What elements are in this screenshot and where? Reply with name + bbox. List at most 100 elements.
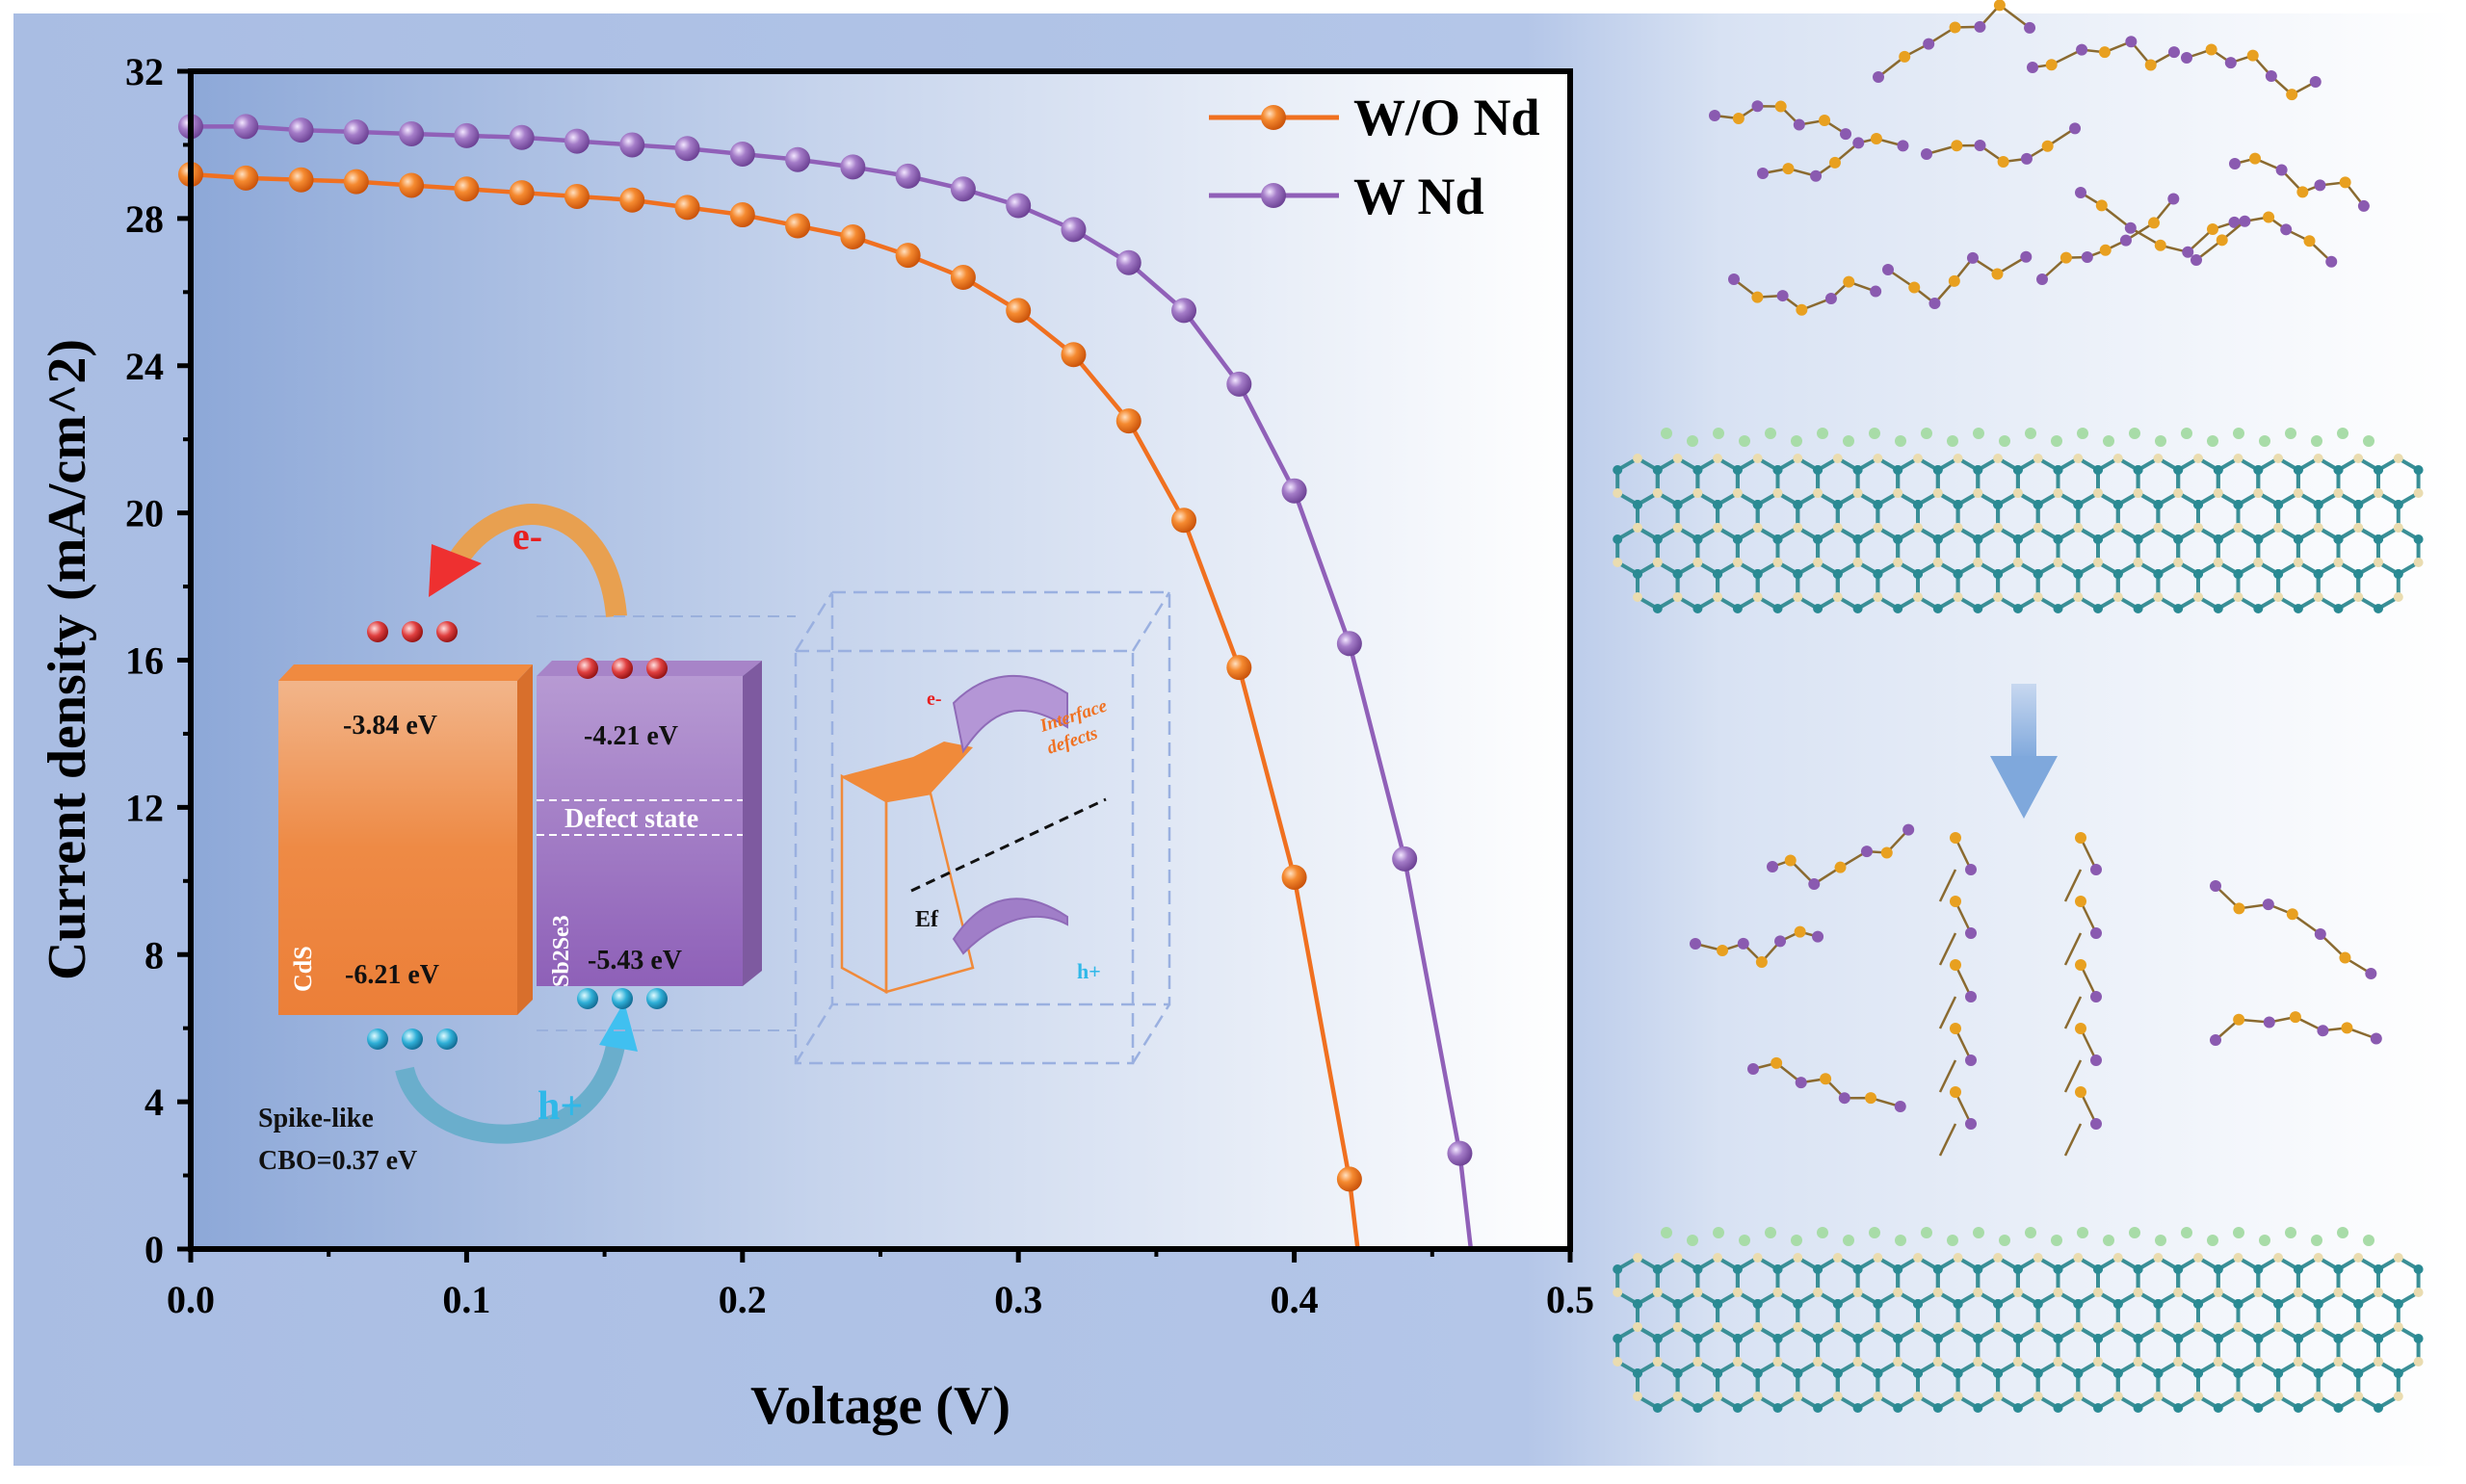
lattice-atom <box>2073 569 2084 579</box>
molecule-atom <box>2090 991 2102 1002</box>
lattice-atom <box>2073 1253 2084 1263</box>
lattice-atom <box>2213 604 2223 613</box>
lattice-atom <box>2033 1253 2043 1263</box>
molecule-bond <box>1954 1091 1973 1125</box>
lattice-atom <box>1793 1253 1803 1263</box>
molecule-atom <box>1757 168 1769 179</box>
ion-atom <box>1687 1235 1698 1246</box>
lattice-atom <box>2053 1403 2063 1413</box>
lattice-atom <box>2313 1299 2323 1309</box>
x-tick-label: 0.5 <box>1546 1278 1594 1321</box>
lattice-atom <box>2012 488 2023 498</box>
inset-hole-label: h+ <box>1077 959 1101 983</box>
lattice-atom <box>2133 488 2143 498</box>
lattice-atom <box>2073 1299 2084 1309</box>
data-point <box>785 213 811 239</box>
molecule-bond <box>1954 900 1973 934</box>
lattice-atom <box>1713 569 1723 579</box>
molecule-atom <box>2309 75 2322 88</box>
lattice-atom <box>2273 1322 2284 1332</box>
lattice-atom <box>1732 558 1743 567</box>
lattice-atom <box>1953 1368 1963 1378</box>
fermi-label: Ef <box>915 907 939 932</box>
data-point <box>895 163 921 189</box>
molecule-atom <box>2357 199 2370 212</box>
lattice-atom <box>2112 523 2123 533</box>
lattice-atom <box>1633 1299 1642 1309</box>
lattice-atom <box>1752 1368 1763 1378</box>
lattice-atom <box>2053 558 2063 567</box>
y-tick-label: 4 <box>144 1080 164 1124</box>
ion-atom <box>2337 428 2348 439</box>
lattice-atom <box>1813 558 1823 567</box>
molecule-atom <box>1796 303 1808 316</box>
lattice-atom <box>1793 1392 1803 1401</box>
lattice-atom <box>1633 523 1642 533</box>
ion-atom <box>2233 1227 2244 1238</box>
data-point <box>509 124 535 150</box>
molecule-atom <box>2262 898 2274 911</box>
molecule-atom <box>1908 281 1921 294</box>
lattice-atom <box>2273 454 2284 463</box>
lattice-atom <box>1893 534 1903 544</box>
data-point <box>564 128 590 154</box>
y-axis-label: Current density (mA/cm^2) <box>38 339 97 980</box>
lattice-atom <box>2233 1322 2243 1332</box>
lattice-atom <box>2313 569 2323 579</box>
data-point <box>674 195 700 221</box>
molecule-atom <box>1755 955 1768 968</box>
data-point <box>1006 298 1032 324</box>
lattice-atom <box>2173 604 2184 613</box>
y-tick-label: 32 <box>125 50 164 93</box>
lattice-atom <box>2173 558 2184 567</box>
cds-block-top <box>278 664 533 681</box>
x-tick-label: 0.3 <box>994 1278 1042 1321</box>
y-tick-label: 24 <box>125 345 164 388</box>
molecule-atom <box>1928 298 1941 310</box>
lattice-atom <box>2112 1322 2123 1332</box>
lattice-atom <box>2073 1322 2084 1332</box>
molecule-atom <box>1793 118 1805 131</box>
lattice-atom <box>2313 454 2323 463</box>
lattice-atom <box>1752 592 1763 602</box>
ion-atom <box>1765 428 1776 439</box>
lattice-atom <box>1692 558 1703 567</box>
ion-atom <box>2129 428 2140 439</box>
data-point <box>1171 298 1197 324</box>
lattice-atom <box>2393 1368 2403 1378</box>
lattice-atom <box>1613 1357 1623 1367</box>
molecule-atom <box>2090 927 2102 939</box>
lattice-atom <box>1873 523 1883 533</box>
lattice-atom <box>2233 1299 2243 1309</box>
ion-atom <box>2259 1235 2270 1246</box>
lattice-atom <box>2353 500 2364 509</box>
lattice-atom <box>2012 1264 2023 1274</box>
lattice-atom <box>1793 1322 1803 1332</box>
data-point <box>895 243 921 269</box>
ion-atom <box>1791 435 1802 447</box>
ion-atom <box>1817 1227 1828 1238</box>
lattice-atom <box>2033 523 2043 533</box>
molecule-atom <box>1782 163 1795 175</box>
lattice-atom <box>1953 523 1963 533</box>
molecule-atom <box>2181 52 2192 64</box>
lattice-atom <box>1973 534 1983 544</box>
lattice-atom <box>1832 454 1843 463</box>
data-point <box>729 202 755 228</box>
molecule-atom <box>2090 1118 2102 1130</box>
lattice-atom <box>1772 1264 1783 1274</box>
lattice-atom <box>2153 1253 2164 1263</box>
lattice-atom <box>2353 569 2364 579</box>
lattice-atom <box>1993 500 2004 509</box>
lattice-atom <box>1732 604 1743 613</box>
cds-block <box>278 681 517 1015</box>
lattice-atom <box>2313 1368 2323 1378</box>
lattice-atom <box>2093 1357 2103 1367</box>
molecule-atom <box>2286 89 2298 101</box>
lattice-atom <box>2353 454 2364 463</box>
lattice-atom <box>1613 1334 1623 1343</box>
molecule-atom <box>2207 222 2219 235</box>
lattice-atom <box>2112 1253 2123 1263</box>
lattice-atom <box>1633 1368 1642 1378</box>
molecule-atom <box>1795 1077 1807 1089</box>
